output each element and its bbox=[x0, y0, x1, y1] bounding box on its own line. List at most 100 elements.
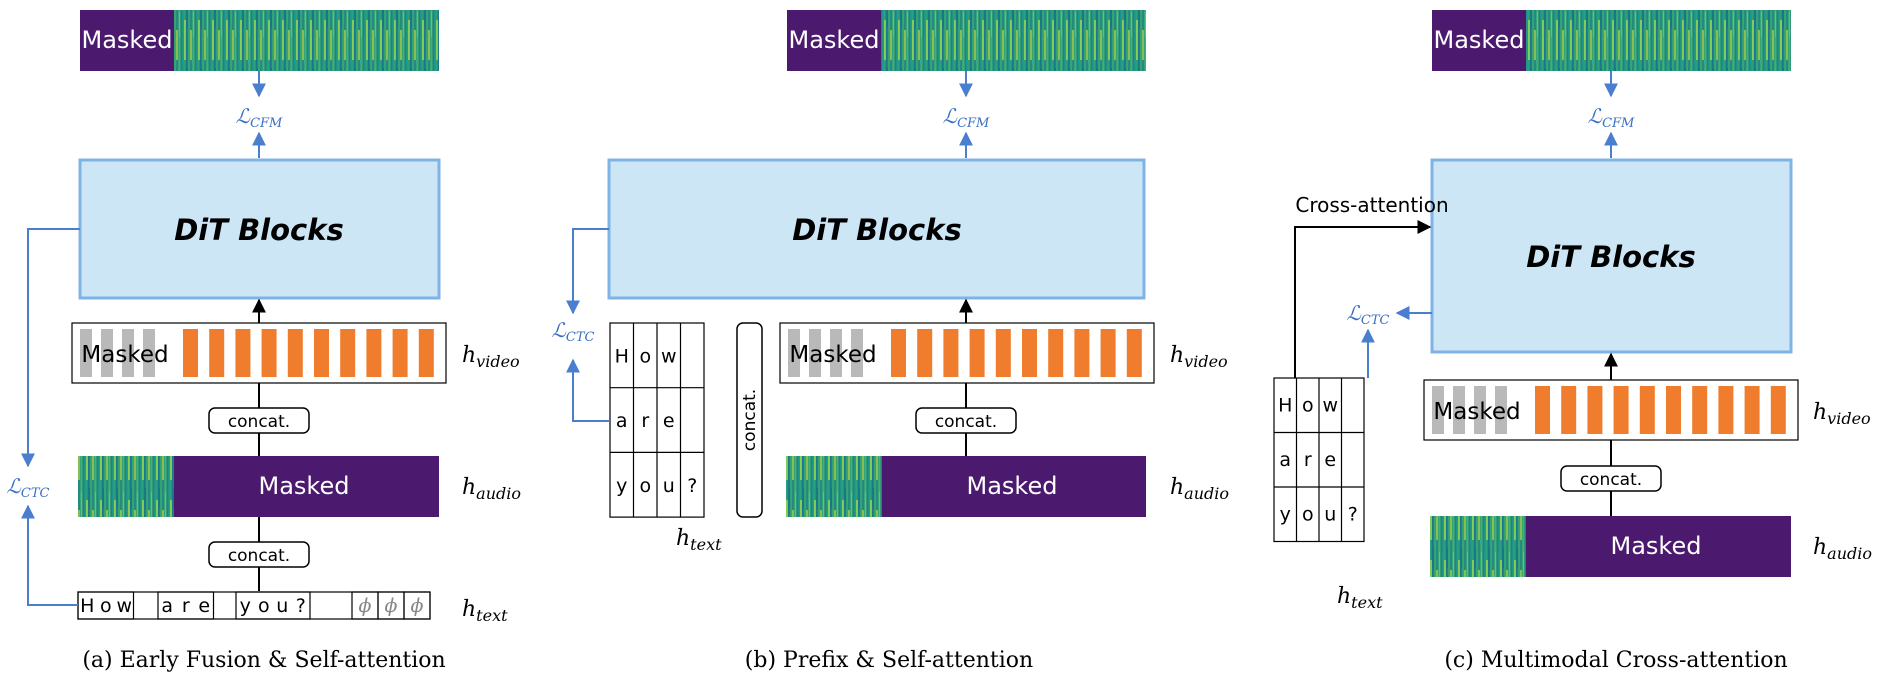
caption-c: (c) Multimodal Cross-attention bbox=[1444, 648, 1787, 673]
video-frame bbox=[1718, 386, 1734, 434]
masked-frame bbox=[1453, 386, 1465, 434]
masked-frame bbox=[788, 329, 800, 377]
text-token: r bbox=[1304, 449, 1312, 471]
panel-a: Masked ℒCFM DiT Blocks Masked hvideo con… bbox=[7, 10, 521, 673]
text-token: e bbox=[198, 595, 210, 617]
masked-label: Masked bbox=[259, 472, 350, 500]
text-token: ? bbox=[1348, 504, 1358, 526]
arrow-text-to-ctc bbox=[21, 504, 78, 606]
h-text-label: htext bbox=[462, 597, 508, 625]
masked-frame bbox=[830, 329, 842, 377]
output-spectrogram-a: Masked bbox=[80, 10, 439, 71]
loss-cfm-b: ℒCFM bbox=[943, 104, 990, 131]
text-token: u bbox=[1324, 504, 1336, 526]
video-frame bbox=[1126, 329, 1142, 377]
masked-label: Masked bbox=[967, 472, 1058, 500]
masked-label: Masked bbox=[789, 342, 876, 368]
video-frame bbox=[1692, 386, 1708, 434]
text-token: H bbox=[1278, 395, 1292, 417]
text-token: u bbox=[663, 475, 675, 497]
h-video-label: hvideo bbox=[1170, 343, 1228, 371]
video-frame bbox=[891, 329, 906, 377]
concat-label: concat. bbox=[740, 389, 760, 451]
text-token: o bbox=[1302, 395, 1314, 417]
masked-label: Masked bbox=[82, 26, 173, 54]
text-token: r bbox=[182, 595, 190, 617]
arrow-text-to-ctc bbox=[566, 358, 609, 422]
concat-pill bbox=[1560, 465, 1662, 492]
video-frame bbox=[995, 329, 1011, 377]
video-frame bbox=[1100, 329, 1116, 377]
text-token: a bbox=[161, 595, 173, 617]
concat-label: concat. bbox=[228, 412, 290, 432]
text-token: a bbox=[616, 410, 628, 432]
video-frame bbox=[1048, 329, 1064, 377]
pad-token: ϕ bbox=[385, 595, 398, 617]
dit-blocks-box bbox=[1430, 158, 1793, 354]
video-frame bbox=[261, 329, 277, 377]
arrow-dit-to-ctc bbox=[21, 228, 80, 468]
loss-ctc-a: ℒCTC bbox=[7, 474, 50, 501]
text-token: H bbox=[615, 345, 629, 367]
loss-ctc-c: ℒCTC bbox=[1347, 301, 1390, 328]
text-token: w bbox=[1322, 395, 1338, 417]
text-token: o bbox=[100, 595, 112, 617]
video-frame bbox=[1074, 329, 1090, 377]
video-features-b: Masked bbox=[779, 322, 1155, 384]
masked-label: Masked bbox=[1433, 399, 1520, 425]
masked-label: Masked bbox=[81, 342, 168, 368]
audio-features-a: Masked bbox=[78, 456, 439, 517]
text-token: y bbox=[1280, 504, 1291, 526]
concat-pill bbox=[208, 407, 310, 434]
panel-b: Masked ℒCFM DiT Blocks Masked hvideo con… bbox=[552, 10, 1229, 673]
arrow-dit-to-ctc bbox=[566, 228, 609, 315]
video-frame bbox=[1561, 386, 1577, 434]
text-token: o bbox=[639, 475, 651, 497]
masked-frame bbox=[122, 329, 134, 377]
cross-attention-arrow bbox=[1294, 220, 1432, 378]
masked-frame bbox=[809, 329, 821, 377]
text-token: y bbox=[240, 595, 251, 617]
text-token: o bbox=[639, 345, 651, 367]
dit-blocks-label: DiT Blocks bbox=[1526, 240, 1696, 274]
masked-frame bbox=[101, 329, 113, 377]
video-frame bbox=[340, 329, 356, 377]
h-text-label: htext bbox=[1337, 584, 1383, 612]
masked-frame bbox=[143, 329, 155, 377]
concat-label: concat. bbox=[228, 546, 290, 566]
h-video-label: hvideo bbox=[1813, 400, 1871, 428]
pad-token: ϕ bbox=[411, 595, 424, 617]
panel-c: Masked ℒCFM DiT Blocks Masked hvideo con… bbox=[1273, 10, 1872, 673]
text-token: H bbox=[80, 595, 94, 617]
output-spectrogram-b: Masked bbox=[787, 10, 1146, 71]
video-frame bbox=[1744, 386, 1760, 434]
video-frame bbox=[1587, 386, 1603, 434]
video-frame bbox=[1770, 386, 1786, 434]
dit-blocks-box bbox=[607, 158, 1146, 300]
concat-pill bbox=[208, 541, 310, 568]
h-audio-label: haudio bbox=[1170, 475, 1229, 503]
concat-pill-vertical bbox=[736, 322, 763, 518]
video-frame bbox=[1639, 386, 1655, 434]
text-token: w bbox=[661, 345, 677, 367]
video-frame bbox=[969, 329, 985, 377]
output-spectrogram-c: Masked bbox=[1432, 10, 1791, 71]
video-frame bbox=[235, 329, 251, 377]
cross-attention-label: Cross-attention bbox=[1295, 193, 1448, 217]
video-frame bbox=[1666, 386, 1681, 434]
concat-pill bbox=[915, 407, 1017, 434]
text-token: a bbox=[1279, 449, 1291, 471]
masked-label: Masked bbox=[789, 26, 880, 54]
audio-features-b: Masked bbox=[786, 456, 1146, 517]
video-frame bbox=[314, 329, 329, 377]
video-frame bbox=[1022, 329, 1037, 377]
h-audio-label: haudio bbox=[462, 475, 521, 503]
text-token: w bbox=[116, 595, 132, 617]
audio-features-c: Masked bbox=[1430, 516, 1791, 577]
masked-frame bbox=[1495, 386, 1507, 434]
dit-blocks-label: DiT Blocks bbox=[792, 213, 962, 247]
text-token: r bbox=[641, 410, 649, 432]
